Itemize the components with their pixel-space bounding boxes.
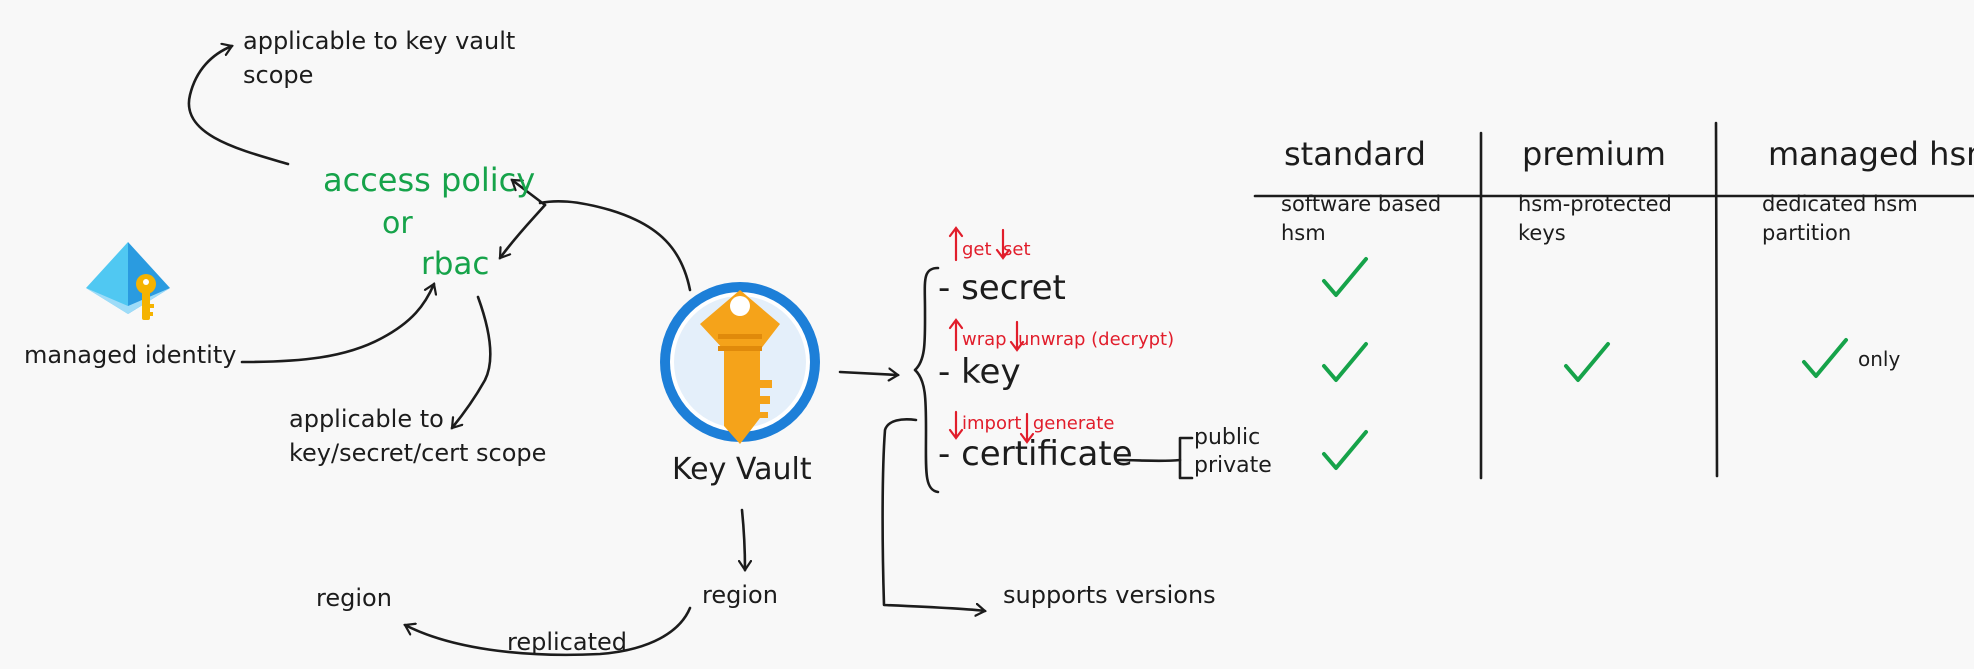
key-item: - key: [938, 352, 1021, 392]
tier-managed-heading: managed hsm: [1768, 135, 1974, 173]
replicated-label: replicated: [507, 628, 627, 656]
region-replica-label: region: [316, 584, 392, 612]
tier-premium-heading: premium: [1522, 135, 1666, 173]
region-main-label: region: [702, 581, 778, 609]
up-arrow-get: [948, 226, 964, 262]
down-arrow-set: [995, 228, 1011, 260]
certificate-ops-label: import generate: [962, 413, 1115, 434]
arrow-head-rbac: [498, 203, 547, 258]
supports-versions-label: supports versions: [1003, 581, 1216, 609]
arrow-vault-to-policy: [538, 199, 692, 292]
arrow-rbac-to-object-scope: [450, 295, 492, 428]
arrow-head-policy: [512, 178, 547, 207]
arrow-to-vault-scope: [187, 46, 290, 166]
items-brace: [913, 266, 940, 494]
access-policy-label: access policy: [323, 161, 536, 199]
or-label: or: [382, 206, 413, 241]
secret-item: - secret: [938, 268, 1066, 308]
rbac-label: rbac: [421, 246, 490, 282]
private-label: private: [1194, 453, 1272, 478]
check-secret-standard-icon: [1322, 257, 1368, 297]
secret-ops-label: get set: [962, 239, 1031, 260]
tier-premium-desc: hsm-protected keys: [1518, 192, 1672, 245]
check-certificate-standard-icon: [1322, 430, 1368, 470]
managed-identity-label: managed identity: [24, 341, 237, 369]
pyramid-key-icon: [86, 242, 170, 320]
managed-only-note: only: [1858, 347, 1901, 371]
check-key-standard-icon: [1322, 342, 1368, 382]
check-key-managed-icon: [1802, 338, 1848, 378]
arrow-replicated: [405, 606, 692, 657]
public-private-bracket: [1178, 436, 1194, 480]
tier-divider-2: [1714, 121, 1719, 478]
key-vault-label: Key Vault: [672, 452, 812, 487]
tier-managed-desc: dedicated hsm partition: [1762, 192, 1918, 245]
tier-standard-heading: standard: [1284, 135, 1426, 173]
object-scope-note: applicable to key/secret/cert scope: [289, 405, 547, 467]
down-arrow-import: [948, 410, 964, 440]
cert-connector: [1116, 458, 1182, 463]
arrow-vault-to-region: [742, 508, 745, 570]
up-arrow-wrap: [948, 318, 964, 352]
tier-standard-desc: software based hsm: [1281, 192, 1442, 245]
arrow-to-versions: [881, 418, 985, 611]
vault-scope-note: applicable to key vault scope: [243, 27, 516, 89]
certificate-item: - certificate: [938, 434, 1133, 474]
key-vault-icon: [660, 282, 820, 444]
key-ops-label: wrap unwrap (decrypt): [962, 329, 1175, 350]
arrow-vault-to-items: [838, 372, 898, 375]
public-label: public: [1194, 425, 1261, 450]
arrow-identity-to-rbac: [240, 284, 434, 364]
down-arrow-generate: [1019, 412, 1035, 444]
down-arrow-unwrap: [1009, 320, 1025, 352]
check-key-premium-icon: [1564, 342, 1610, 382]
